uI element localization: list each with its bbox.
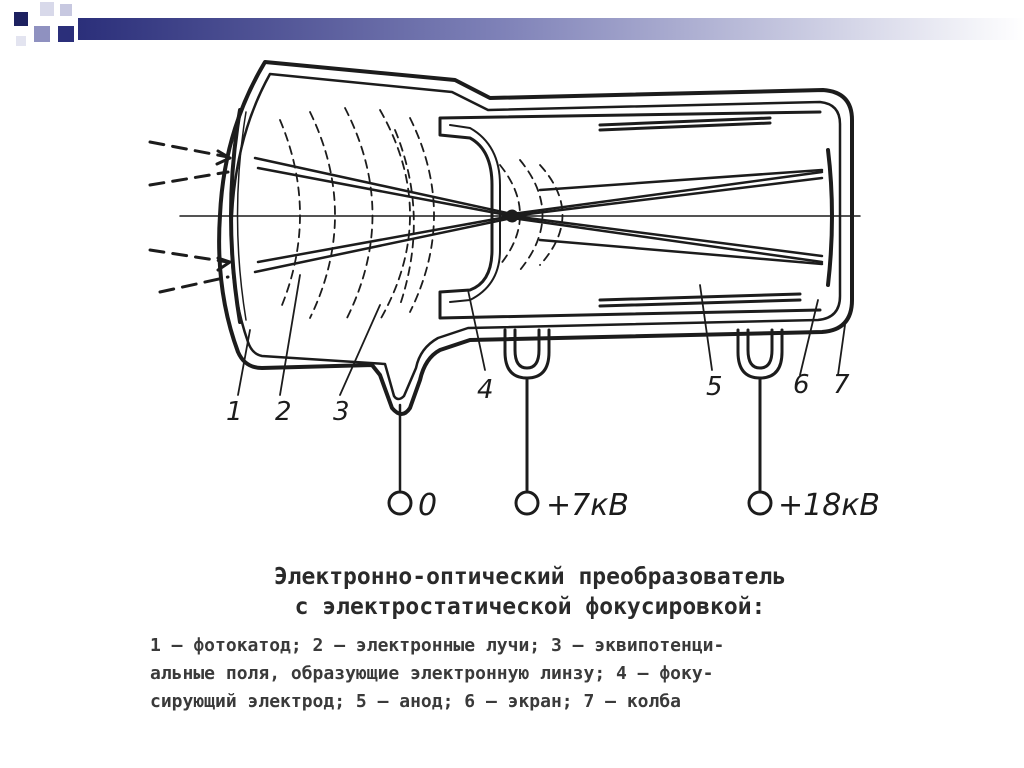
caption-legend-line-1: 1 — фотокатод; 2 — электронные лучи; 3 —… xyxy=(150,635,725,656)
incoming-light-rays xyxy=(148,140,230,294)
header-square-4 xyxy=(58,26,74,42)
header-square-5 xyxy=(60,4,72,16)
light-arrow-top xyxy=(215,149,232,166)
caption-legend-line-3: сирующий электрод; 5 — анод; 6 — экран; … xyxy=(150,691,682,712)
figure-caption: Электронно-оптический преобразователь с … xyxy=(150,562,910,716)
caption-legend-line-2: альные поля, образующие электронную линз… xyxy=(150,663,714,684)
header-gradient-bar xyxy=(78,18,1024,40)
caption-legend: 1 — фотокатод; 2 — электронные лучи; 3 —… xyxy=(150,632,910,716)
caption-title: Электронно-оптический преобразователь с … xyxy=(150,562,910,622)
terminal-7kv xyxy=(514,490,540,516)
part-label-6: 6 xyxy=(793,370,810,400)
leader-lines xyxy=(237,274,846,396)
voltage-label-0: 0 xyxy=(418,488,437,523)
caption-title-line-2: с электростатической фокусировкой: xyxy=(294,594,766,620)
header-square-6 xyxy=(16,36,26,46)
anode xyxy=(598,116,802,308)
image-converter-diagram: 1 2 3 4 5 6 7 0 +7кВ +18кВ xyxy=(148,60,880,523)
slide-header-decoration xyxy=(14,2,1024,46)
photocathode xyxy=(229,108,242,324)
header-square-2 xyxy=(40,2,54,16)
focusing-electrode xyxy=(438,110,822,320)
part-label-7: 7 xyxy=(833,370,850,400)
equipotential-lines xyxy=(279,107,564,323)
part-label-5: 5 xyxy=(706,372,723,402)
beam-crossover xyxy=(505,209,519,223)
caption-title-line-1: Электронно-оптический преобразователь xyxy=(273,564,787,590)
header-square-1 xyxy=(14,12,28,26)
terminal-0 xyxy=(387,490,413,516)
screen xyxy=(826,148,834,287)
header-square-3 xyxy=(34,26,50,42)
terminal-18kv xyxy=(747,490,773,516)
part-label-3: 3 xyxy=(333,397,350,427)
part-label-2: 2 xyxy=(275,397,292,427)
part-label-1: 1 xyxy=(226,397,243,427)
bulb-outer xyxy=(217,60,854,416)
pin-anode-7kv xyxy=(503,328,551,492)
part-label-4: 4 xyxy=(477,375,494,405)
voltage-label-7kv: +7кВ xyxy=(546,488,629,523)
pin-screen-18kv xyxy=(736,328,784,492)
voltage-label-18kv: +18кВ xyxy=(778,488,880,523)
electron-beams xyxy=(253,156,824,274)
